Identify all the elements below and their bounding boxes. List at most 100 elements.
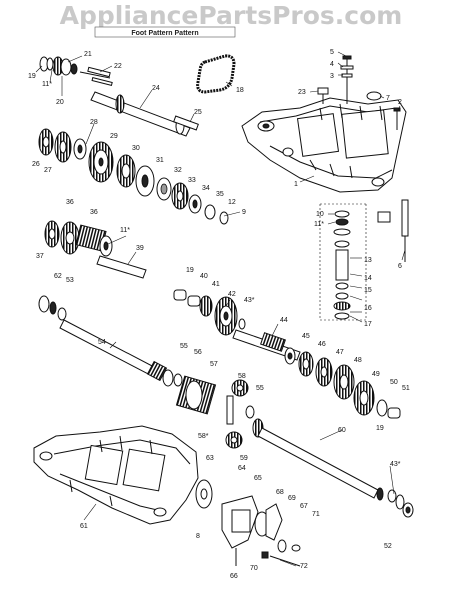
part-label-51: 51: [402, 385, 410, 392]
part-label-36b: 36: [90, 209, 98, 216]
part-label-65: 65: [254, 475, 262, 482]
part-label-19c: 19: [376, 425, 384, 432]
part-label-52: 52: [384, 543, 392, 550]
part-label-70: 70: [250, 565, 258, 572]
part-label-46: 46: [318, 341, 326, 348]
part-label-13: 13: [364, 257, 372, 264]
caption: Foot Pattern Pattern: [131, 30, 198, 37]
part-label-32: 32: [174, 167, 182, 174]
part-label-11c: 11*: [120, 227, 130, 234]
part-label-62: 62: [54, 273, 62, 280]
part-belt: [196, 54, 236, 94]
part-label-58b: 58*: [198, 433, 209, 440]
part-group-gear-row-2: [173, 289, 246, 336]
part-label-24: 24: [152, 85, 160, 92]
part-label-16: 16: [364, 305, 372, 312]
part-label-59: 59: [240, 455, 248, 462]
part-label-11b: 11*: [314, 221, 324, 228]
part-label-6: 6: [398, 263, 402, 270]
part-label-5: 5: [330, 49, 334, 56]
part-label-3: 3: [330, 73, 334, 80]
part-label-27: 27: [44, 167, 52, 174]
part-label-53: 53: [66, 277, 74, 284]
part-label-33: 33: [188, 177, 196, 184]
part-label-31: 31: [156, 157, 164, 164]
part-group-brake: [195, 479, 301, 567]
part-group-shift-stack: [319, 199, 409, 321]
leader-lines: [35, 51, 406, 567]
part-label-68: 68: [276, 489, 284, 496]
watermark: AppliancePartsPros.com: [60, 1, 403, 30]
part-label-14: 14: [364, 275, 372, 282]
part-label-26: 26: [32, 161, 40, 168]
part-labels: 19 11* 20 21 22 18 5 4 3 23 7 2 24 25 28…: [28, 49, 410, 580]
part-group-input-stack: [39, 56, 113, 86]
part-label-20: 20: [56, 99, 64, 106]
part-label-45: 45: [302, 333, 310, 340]
part-label-44: 44: [280, 317, 288, 324]
part-label-40: 40: [200, 273, 208, 280]
part-housing-upper: [241, 97, 407, 193]
part-label-63: 63: [206, 455, 214, 462]
part-label-29: 29: [110, 133, 118, 140]
part-label-57: 57: [210, 361, 218, 368]
part-label-18: 18: [236, 87, 244, 94]
part-label-48: 48: [354, 357, 362, 364]
part-label-9: 9: [242, 209, 246, 216]
part-group-cluster-gear: [44, 220, 147, 279]
part-label-55: 55: [180, 343, 188, 350]
part-label-7: 7: [386, 95, 390, 102]
part-label-10: 10: [316, 211, 324, 218]
part-label-67: 67: [300, 503, 308, 510]
part-label-35: 35: [216, 191, 224, 198]
part-label-43b: 43*: [390, 461, 401, 468]
part-label-66: 66: [230, 573, 238, 580]
part-label-4: 4: [330, 61, 334, 68]
part-label-49: 49: [372, 371, 380, 378]
part-group-shaft-44: [232, 329, 401, 419]
part-label-71: 71: [312, 511, 320, 518]
part-label-61: 61: [80, 523, 88, 530]
part-label-54: 54: [98, 339, 106, 346]
part-group-washers-right: [387, 489, 414, 518]
part-label-34: 34: [202, 185, 210, 192]
part-label-22: 22: [114, 63, 122, 70]
part-label-43: 43*: [244, 297, 255, 304]
part-label-1: 1: [294, 181, 298, 188]
part-label-39: 39: [136, 245, 144, 252]
part-label-25: 25: [194, 109, 202, 116]
part-label-41: 41: [212, 281, 220, 288]
part-group-washers-left: [38, 295, 67, 321]
part-label-69: 69: [288, 495, 296, 502]
part-label-8: 8: [196, 533, 200, 540]
part-label-72: 72: [300, 563, 308, 570]
part-label-19: 19: [28, 73, 36, 80]
part-label-55b: 55: [256, 385, 264, 392]
part-label-17: 17: [364, 321, 372, 328]
part-label-30: 30: [132, 145, 140, 152]
part-label-15: 15: [364, 287, 372, 294]
part-label-11: 11*: [42, 81, 52, 88]
part-label-12: 12: [228, 199, 236, 206]
part-group-gear-row-1: [38, 128, 229, 225]
part-label-64: 64: [238, 465, 246, 472]
part-label-37: 37: [36, 253, 44, 260]
part-label-42: 42: [228, 291, 236, 298]
part-shaft-24: [90, 91, 199, 137]
part-label-19b: 19: [186, 267, 194, 274]
part-label-21: 21: [84, 51, 92, 58]
part-label-58: 58: [238, 373, 246, 380]
part-axle-60: [257, 427, 384, 501]
part-axle-54: [59, 319, 174, 387]
caption-box: [94, 26, 236, 38]
part-group-differential: [173, 373, 264, 449]
part-label-47: 47: [336, 349, 344, 356]
part-label-2: 2: [398, 99, 402, 106]
part-label-36: 36: [66, 199, 74, 206]
part-housing-lower: [33, 425, 199, 525]
part-label-23: 23: [298, 89, 306, 96]
part-label-50: 50: [390, 379, 398, 386]
part-label-28: 28: [90, 119, 98, 126]
part-label-56: 56: [194, 349, 202, 356]
